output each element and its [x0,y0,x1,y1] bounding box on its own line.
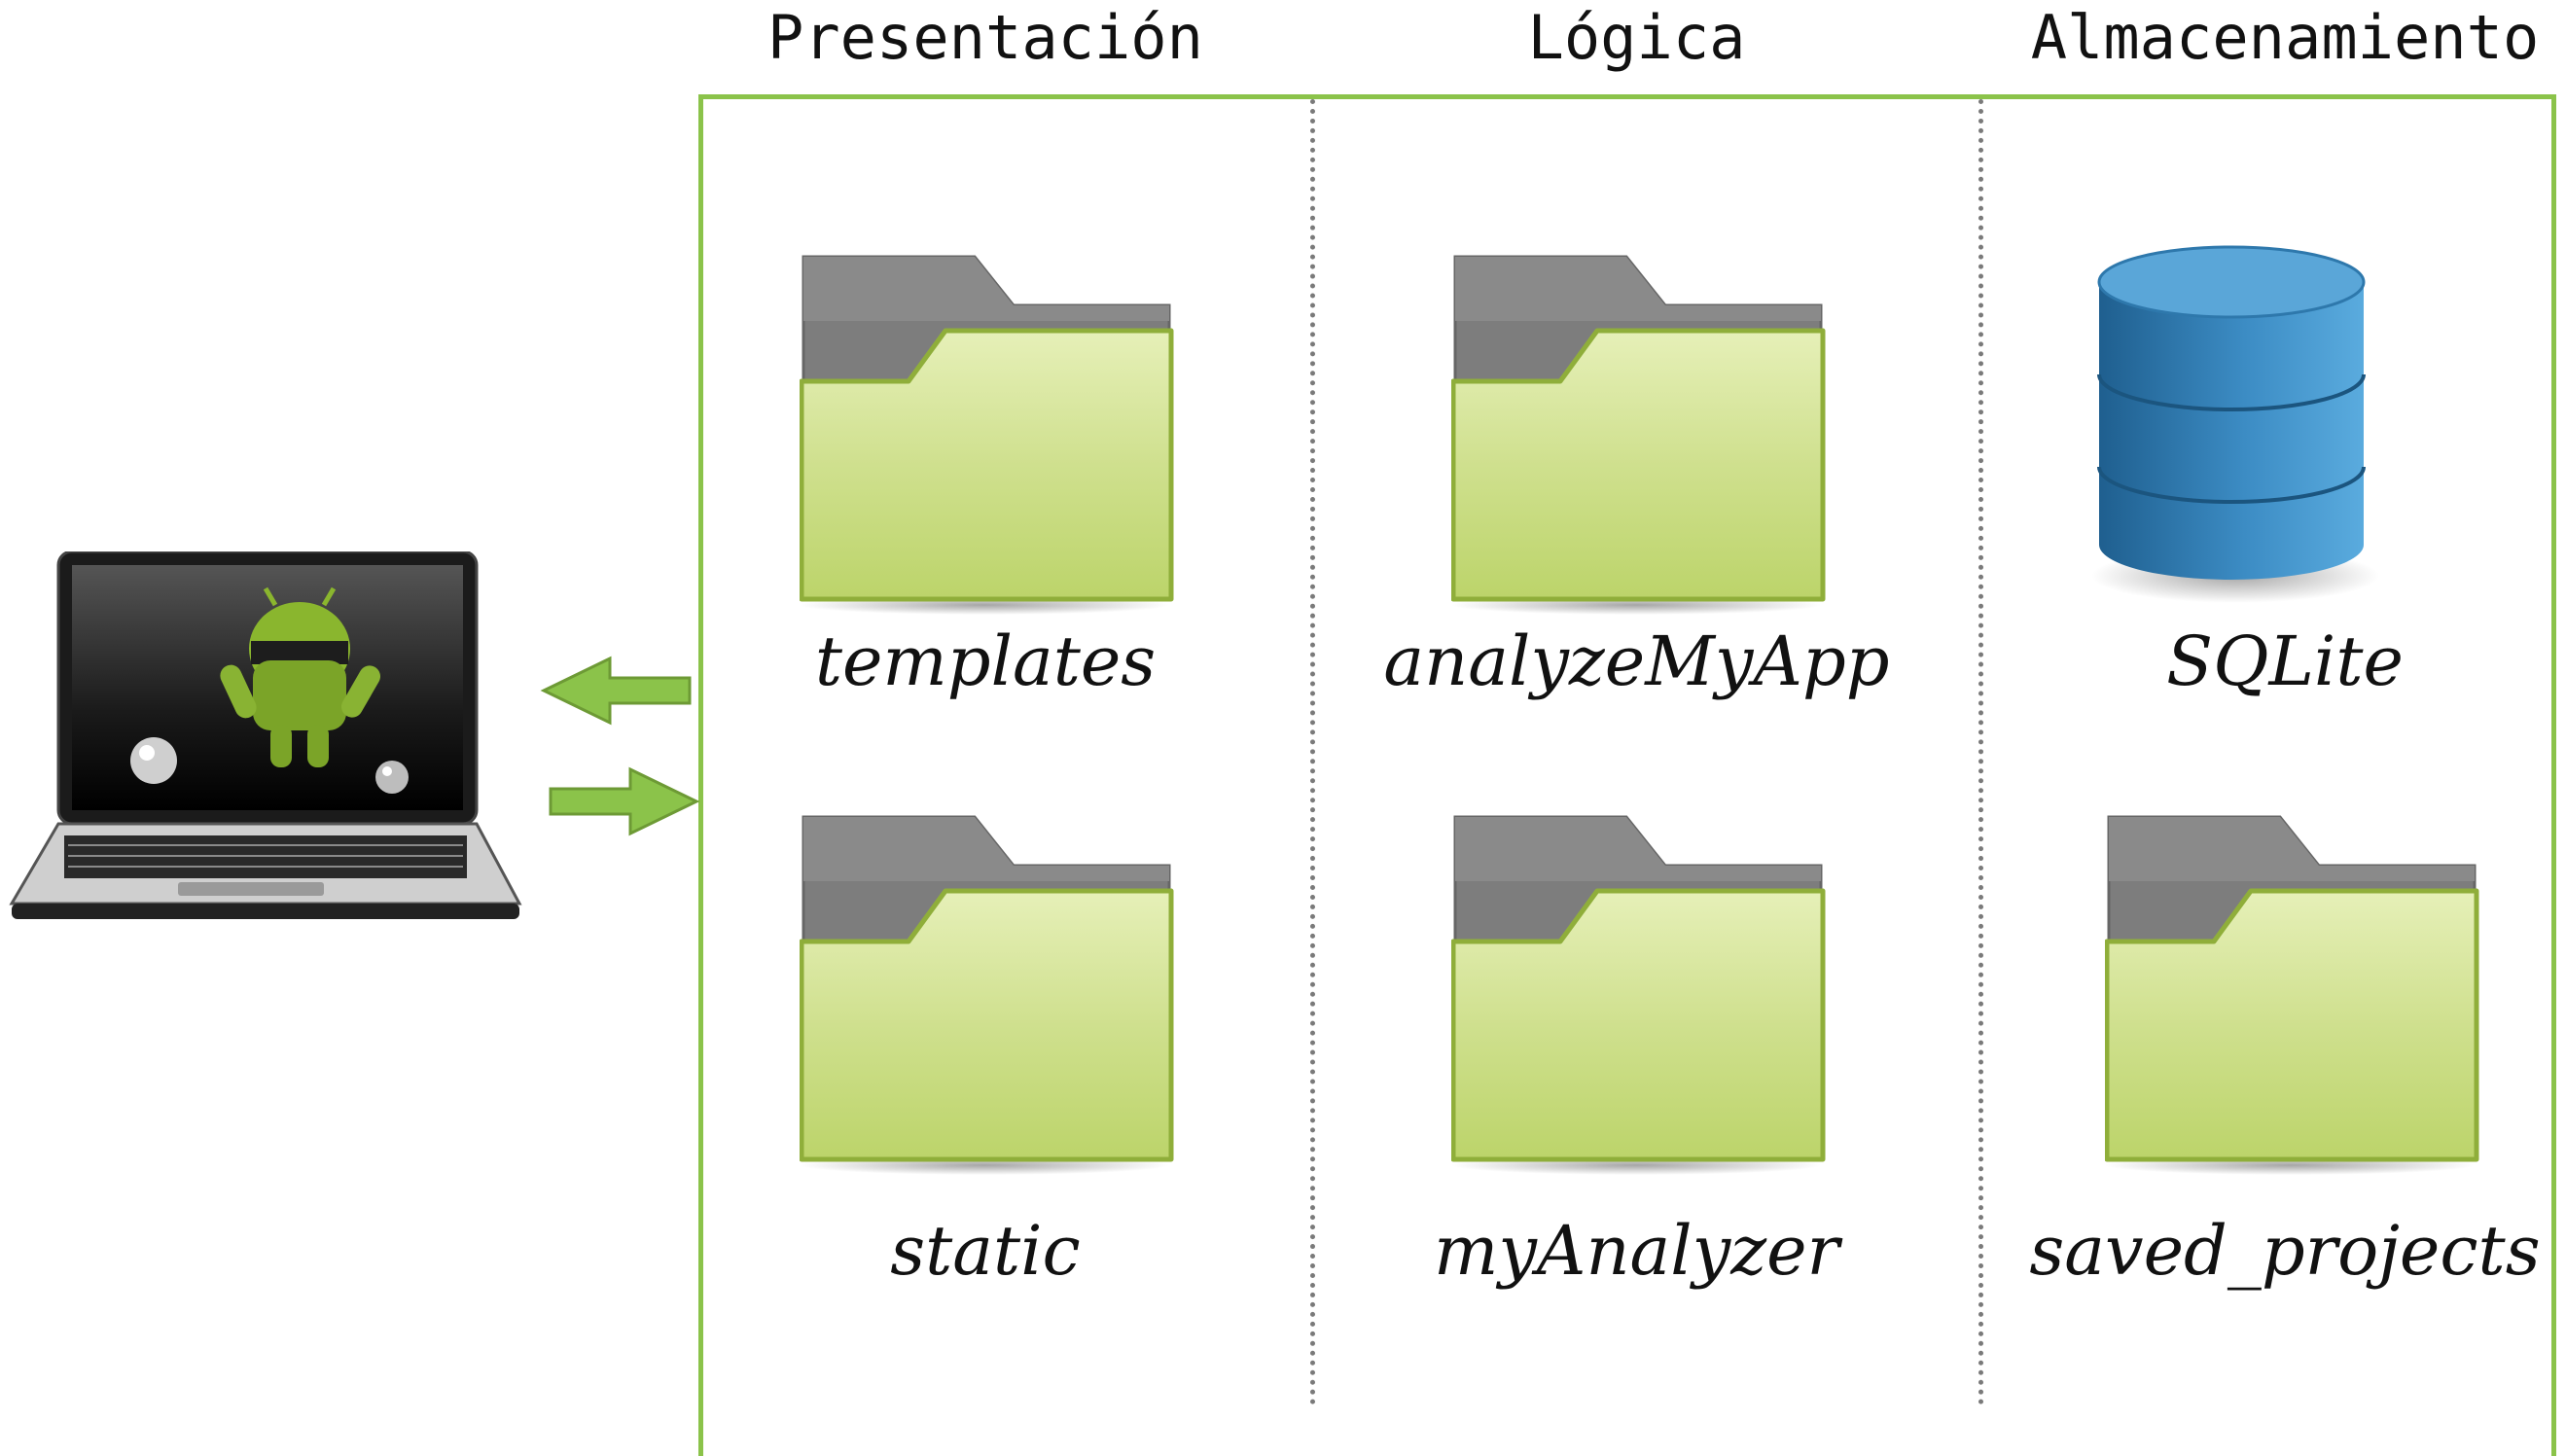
sqlite-label: SQLite [2166,621,2404,701]
static-label: static [890,1211,1081,1291]
folder-icon [1451,253,1831,627]
folder-icon [1451,813,1831,1188]
folder-icon [800,813,1179,1188]
templates-label: templates [814,621,1157,701]
folder-icon [800,253,1179,627]
column-divider [1978,99,1983,1405]
saved-projects-label: saved_projects [2029,1211,2541,1291]
column-divider [1310,99,1315,1405]
arrow-left-icon [540,655,695,731]
storage-header: Almacenamiento [2030,2,2540,73]
myanalyzer-label: myAnalyzer [1434,1211,1839,1291]
laptop-icon [8,550,523,936]
analyzemyapp-label: analyzeMyApp [1383,621,1890,701]
database-icon [2089,233,2391,618]
presentation-header: Presentación [767,2,1203,73]
arrow-right-icon [545,765,700,842]
folder-icon [2105,813,2484,1188]
logic-header: Lógica [1527,2,1746,73]
server-frame [698,94,2556,1456]
